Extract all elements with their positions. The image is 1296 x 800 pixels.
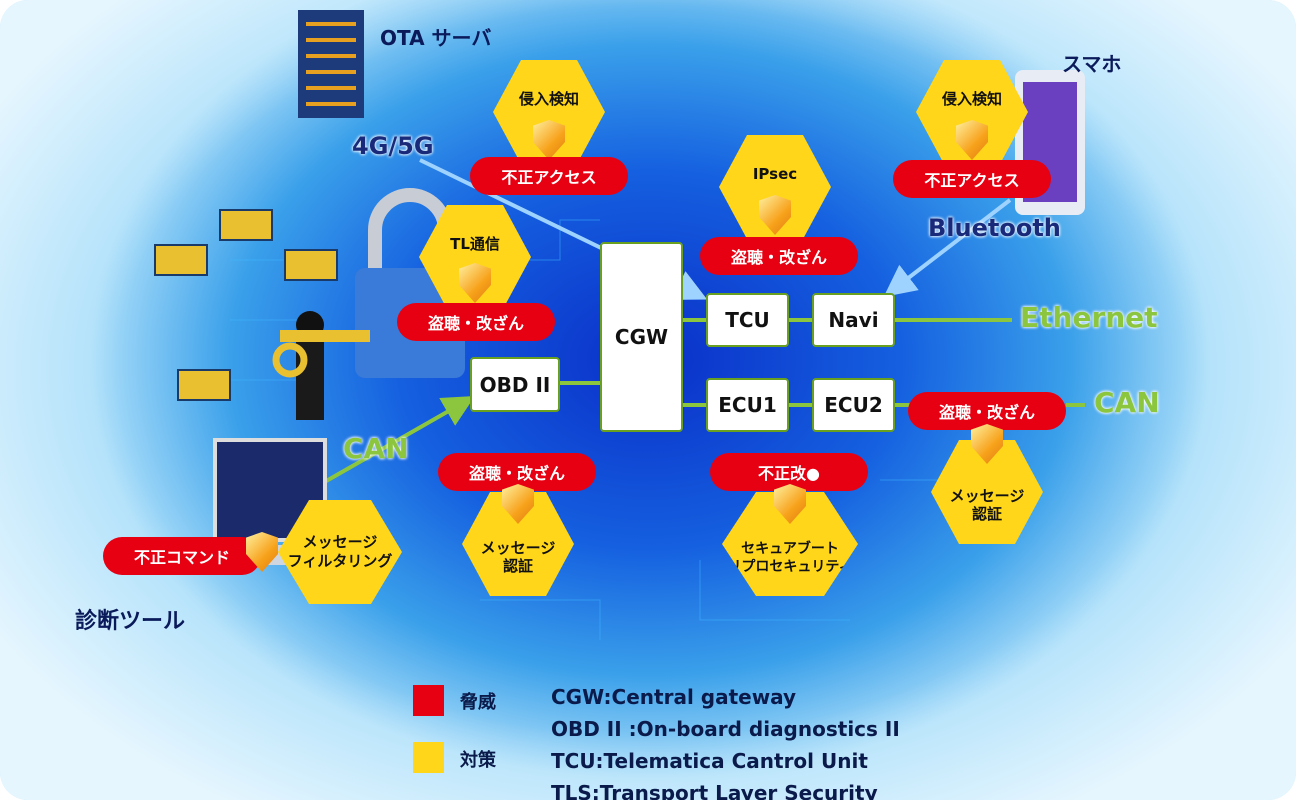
threat-pill: 不正アクセス bbox=[893, 160, 1051, 198]
threat-pill: 不正アクセス bbox=[470, 157, 628, 195]
ecu1-node: ECU1 bbox=[706, 378, 789, 432]
threat-pill: 不正コマンド bbox=[103, 537, 261, 575]
can-left-label: CAN bbox=[343, 432, 409, 465]
tcu-node: TCU bbox=[706, 293, 789, 347]
server-icon bbox=[298, 10, 364, 118]
cgw-node: CGW bbox=[600, 242, 683, 432]
can-right-label: CAN bbox=[1094, 386, 1160, 419]
abbr-tcu: TCU:Telematica Cantrol Unit bbox=[551, 749, 868, 773]
abbr-obd: OBD II :On-board diagnostics II bbox=[551, 717, 900, 741]
can-link-obd bbox=[299, 396, 475, 498]
navi-node: Navi bbox=[812, 293, 895, 347]
chip-icons bbox=[154, 209, 338, 401]
ethernet-label: Ethernet bbox=[1020, 301, 1158, 334]
smartphone-label: スマホ bbox=[1062, 52, 1122, 76]
bluetooth-label: Bluetooth bbox=[928, 214, 1061, 242]
legend-threat-label: 脅威 bbox=[460, 692, 496, 713]
bluetooth-link bbox=[883, 198, 1012, 297]
diag-tool-label: 診断ツール bbox=[75, 609, 186, 634]
ota-server-label: OTA サーバ bbox=[380, 26, 492, 50]
ecu2-node: ECU2 bbox=[812, 378, 895, 432]
4g5g-label: 4G/5G bbox=[352, 132, 434, 160]
legend-threat-swatch bbox=[413, 685, 444, 716]
hacker-icon bbox=[272, 311, 370, 420]
abbr-cgw: CGW:Central gateway bbox=[551, 685, 797, 709]
abbr-tls: TLS:Transport Layer Security bbox=[551, 781, 878, 800]
threat-pill: 盗聴・改ざん bbox=[908, 392, 1066, 430]
legend-measure-label: 対策 bbox=[460, 750, 496, 771]
legend-measure-swatch bbox=[413, 742, 444, 773]
obd-node: OBD II bbox=[470, 357, 560, 412]
threat-pill: 盗聴・改ざん bbox=[700, 237, 858, 275]
threat-pill: 盗聴・改ざん bbox=[397, 303, 555, 341]
